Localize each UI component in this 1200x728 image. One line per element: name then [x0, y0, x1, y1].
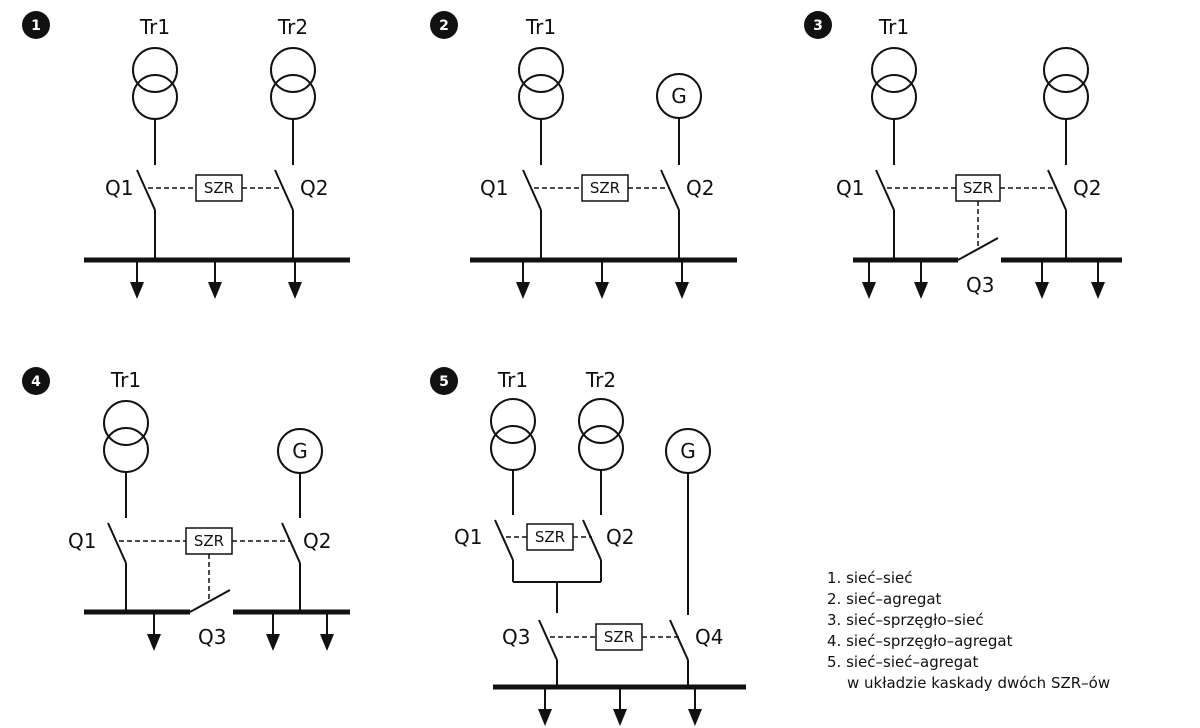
tr2-label: Tr2 — [277, 15, 308, 39]
svg-text:3: 3 — [813, 18, 823, 34]
tr1-label: Tr1 — [139, 15, 170, 39]
diagram-number-badge: 4 — [22, 367, 50, 395]
svg-text:4: 4 — [31, 374, 41, 390]
szr-control-link — [506, 536, 679, 638]
tr1-label: Tr1 — [525, 15, 556, 39]
feeder-arrow — [612, 688, 628, 727]
feeder-arrow — [1034, 261, 1050, 300]
svg-text:G: G — [680, 439, 696, 463]
generator-symbol: G — [665, 428, 711, 474]
q2-label: Q2 — [303, 529, 331, 553]
feeder-arrow — [146, 613, 162, 652]
feeder-arrow — [515, 261, 531, 300]
legend: 1. sieć–sieć 2. sieć–agregat 3. sieć–spr… — [827, 569, 1110, 692]
q1-label: Q1 — [454, 525, 482, 549]
feeder-arrow — [287, 261, 303, 300]
coupler-q3-switch — [957, 237, 999, 261]
feeder-arrow — [861, 261, 877, 300]
q2-label: Q2 — [1073, 176, 1101, 200]
feeder-arrow — [1090, 261, 1106, 300]
feeder-arrow — [207, 261, 223, 300]
transformer-tr2-symbol — [270, 47, 316, 120]
svg-text:SZR: SZR — [204, 179, 234, 197]
feeder-arrow — [687, 688, 703, 727]
wiring — [107, 472, 301, 613]
svg-text:SZR: SZR — [604, 628, 634, 646]
q2-label: Q2 — [300, 176, 328, 200]
q1-label: Q1 — [480, 176, 508, 200]
transformer-tr2-symbol — [578, 398, 624, 471]
feeder-arrow — [537, 688, 553, 727]
szr-box-bottom: SZR — [595, 623, 643, 651]
wiring — [522, 118, 680, 260]
diagram-3: 3 Tr1 SZR Q1 Q2 Q3 — [804, 11, 1122, 300]
q3-label: Q3 — [966, 273, 994, 297]
diagram-5: 5 Tr1 Tr2 G — [430, 367, 746, 727]
szr-box: SZR — [955, 174, 1001, 202]
generator-symbol: G — [656, 73, 702, 119]
diagram-4: 4 Tr1 G SZR Q1 Q2 Q3 — [22, 367, 350, 652]
q2-label: Q2 — [606, 525, 634, 549]
q3-label: Q3 — [502, 625, 530, 649]
transformer-tr1-symbol — [871, 47, 917, 120]
q3-label: Q3 — [198, 625, 226, 649]
coupler-q3-switch — [189, 589, 231, 613]
szr-control-link — [119, 540, 291, 600]
generator-symbol: G — [277, 428, 323, 474]
diagram-number-badge: 3 — [804, 11, 832, 39]
transformer-tr1-symbol — [132, 47, 178, 120]
diagram-number-badge: 2 — [430, 11, 458, 39]
q2-label: Q2 — [686, 176, 714, 200]
feeder-arrow — [594, 261, 610, 300]
tr1-label: Tr1 — [110, 368, 141, 392]
svg-text:5: 5 — [439, 374, 449, 390]
wiring — [875, 119, 1067, 261]
szr-box: SZR — [185, 527, 233, 555]
diagram-2: 2 Tr1 G SZR Q1 Q2 — [430, 11, 737, 300]
q1-label: Q1 — [836, 176, 864, 200]
legend-item-1: 1. sieć–sieć — [827, 569, 913, 587]
legend-item-5: 5. sieć–sieć–agregat — [827, 653, 978, 671]
feeder-arrow — [129, 261, 145, 300]
wiring — [494, 470, 689, 687]
legend-item-3: 3. sieć–sprzęgło–sieć — [827, 611, 984, 629]
transformer-tr1-symbol — [518, 47, 564, 120]
svg-text:G: G — [292, 439, 308, 463]
svg-text:SZR: SZR — [194, 532, 224, 550]
q4-label: Q4 — [695, 625, 723, 649]
diagram-number-badge: 1 — [22, 11, 50, 39]
svg-text:G: G — [671, 84, 687, 108]
szr-box-top: SZR — [526, 523, 574, 551]
legend-item-5-continuation: w układzie kaskady dwóch SZR–ów — [847, 674, 1110, 692]
tr1-label: Tr1 — [878, 15, 909, 39]
q1-label: Q1 — [68, 529, 96, 553]
svg-text:1: 1 — [31, 18, 41, 34]
feeder-arrow — [265, 613, 281, 652]
feeder-arrow — [913, 261, 929, 300]
svg-text:SZR: SZR — [535, 528, 565, 546]
tr1-label: Tr1 — [497, 368, 528, 392]
szr-control-link — [887, 187, 1057, 248]
svg-text:2: 2 — [439, 18, 449, 34]
wiring — [136, 119, 294, 260]
legend-item-4: 4. sieć–sprzęgło–agregat — [827, 632, 1013, 650]
szr-box: SZR — [581, 174, 629, 202]
diagram-1: 1 Tr1 Tr2 SZR Q1 Q2 — [22, 11, 350, 300]
feeder-arrow — [319, 613, 335, 652]
tr2-label: Tr2 — [585, 368, 616, 392]
diagram-number-badge: 5 — [430, 367, 458, 395]
svg-text:SZR: SZR — [963, 179, 993, 197]
feeder-arrow — [674, 261, 690, 300]
transformer-tr1-symbol — [490, 398, 536, 471]
transformer-tr1-symbol — [103, 400, 149, 473]
szr-box: SZR — [195, 174, 243, 202]
legend-item-2: 2. sieć–agregat — [827, 590, 942, 608]
q1-label: Q1 — [105, 176, 133, 200]
transformer-tr2-symbol — [1043, 47, 1089, 120]
svg-text:SZR: SZR — [590, 179, 620, 197]
